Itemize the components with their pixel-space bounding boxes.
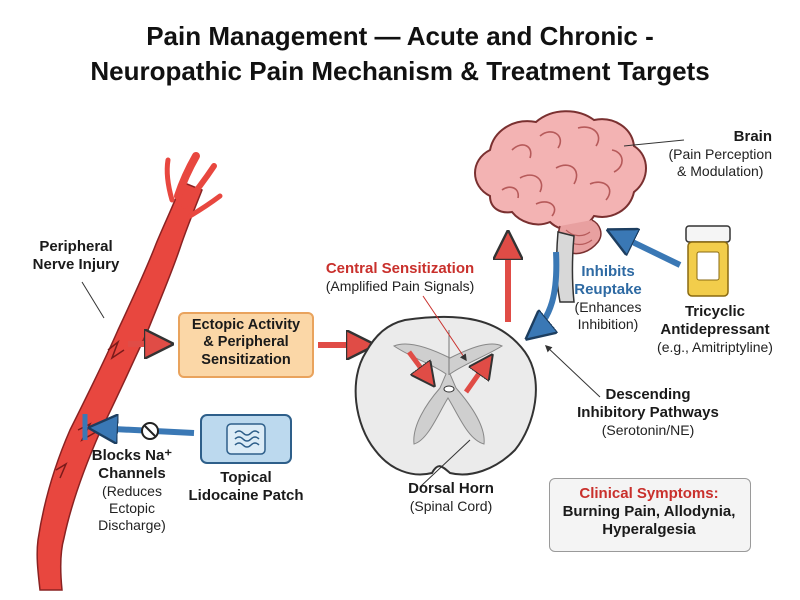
clinical-line1: Burning Pain, Allodynia,: [562, 503, 736, 520]
brain-sub-line2: & Modulation): [677, 162, 764, 179]
descending-line2: Inhibitory Pathways: [577, 404, 719, 421]
reuptake-arrow: [612, 232, 682, 268]
spinal-cord: [354, 315, 537, 476]
dorsal-horn-heading: Dorsal Horn: [408, 480, 494, 497]
dorsal-horn-sub: (Spinal Cord): [409, 498, 493, 514]
brain-label: Brain (Pain Perception & Modulation): [668, 128, 772, 180]
tricyclic-line2: Antidepressant: [660, 321, 770, 338]
central-sensitization-sub: (Amplified Pain Signals): [325, 278, 475, 294]
inhibits-sub-line1: (Enhances: [574, 299, 642, 315]
inhibits-sub-line2: Inhibition): [577, 315, 639, 332]
brain-heading: Brain: [733, 128, 772, 145]
descending-sub: (Serotonin/NE): [601, 422, 695, 438]
blocks-na-sub-line3: Discharge): [98, 516, 166, 533]
blocks-na-sub-line2: Ectopic: [109, 499, 155, 516]
pill-bottle: [685, 225, 731, 297]
nerve-injury-line2: Nerve Injury: [32, 256, 120, 273]
blocks-na-line2: Channels: [98, 465, 166, 482]
dorsal-horn-pointer: [419, 439, 471, 488]
clinical-line2: Hyperalgesia: [602, 521, 696, 538]
blocks-na-line1: Blocks Na⁺: [91, 447, 173, 464]
central-sensitization-pointer: [422, 295, 467, 362]
dorsal-horn-label: Dorsal Horn (Spinal Cord): [386, 480, 516, 515]
central-sensitization-label: Central Sensitization (Amplified Pain Si…: [300, 260, 500, 295]
blocks-na-label: Blocks Na⁺ Channels (Reduces Ectopic Dis…: [80, 447, 184, 533]
brain-sub-line1: (Pain Perception: [668, 146, 772, 162]
tricyclic-line1: Tricyclic: [684, 303, 746, 320]
descending-pointer: [544, 345, 601, 398]
ectopic-activity-box: [178, 312, 314, 378]
ectopic-line1: Ectopic Activity: [191, 317, 301, 333]
nerve-injury-line1: Peripheral: [39, 238, 113, 255]
inhibits-line1: Inhibits: [581, 263, 635, 280]
brain-pointer: [623, 139, 685, 147]
tricyclic-label: Tricyclic Antidepressant (e.g., Amitript…: [640, 303, 790, 356]
blocks-na-sub-line1: (Reduces: [102, 483, 162, 499]
central-sensitization-heading: Central Sensitization: [325, 260, 475, 277]
clinical-heading: Clinical Symptoms:: [579, 485, 719, 502]
peripheral-nerve: [36, 152, 223, 591]
block-arrow: [82, 414, 195, 440]
page-title-line2: Neuropathic Pain Mechanism & Treatment T…: [90, 56, 710, 86]
ectopic-line3: Sensitization: [201, 351, 291, 368]
lidocaine-line1: Topical: [220, 469, 272, 486]
nerve-injury-pointer: [81, 281, 105, 319]
lidocaine-line2: Lidocaine Patch: [188, 487, 304, 504]
ectopic-line2: & Peripheral: [203, 334, 289, 351]
descending-line1: Descending: [605, 386, 691, 403]
descending-label: Descending Inhibitory Pathways (Serotoni…: [563, 386, 733, 439]
lidocaine-label: Topical Lidocaine Patch: [180, 469, 312, 505]
tricyclic-sub: (e.g., Amitriptyline): [657, 339, 773, 355]
page-title-line1: Pain Management — Acute and Chronic -: [146, 21, 654, 51]
clinical-symptoms-box: [549, 478, 751, 552]
inhibits-line2: Reuptake: [574, 281, 642, 298]
lidocaine-patch: [200, 414, 292, 464]
clinical-symptoms-label: Clinical Symptoms: Burning Pain, Allodyn…: [549, 485, 749, 539]
nerve-injury-label: Peripheral Nerve Injury: [20, 238, 132, 274]
ectopic-activity-label: Ectopic Activity & Peripheral Sensitizat…: [178, 317, 314, 369]
brain: [474, 110, 647, 303]
inhibits-reuptake-label: Inhibits Reuptake (Enhances Inhibition): [562, 263, 654, 333]
descending-arrow: [530, 251, 560, 336]
